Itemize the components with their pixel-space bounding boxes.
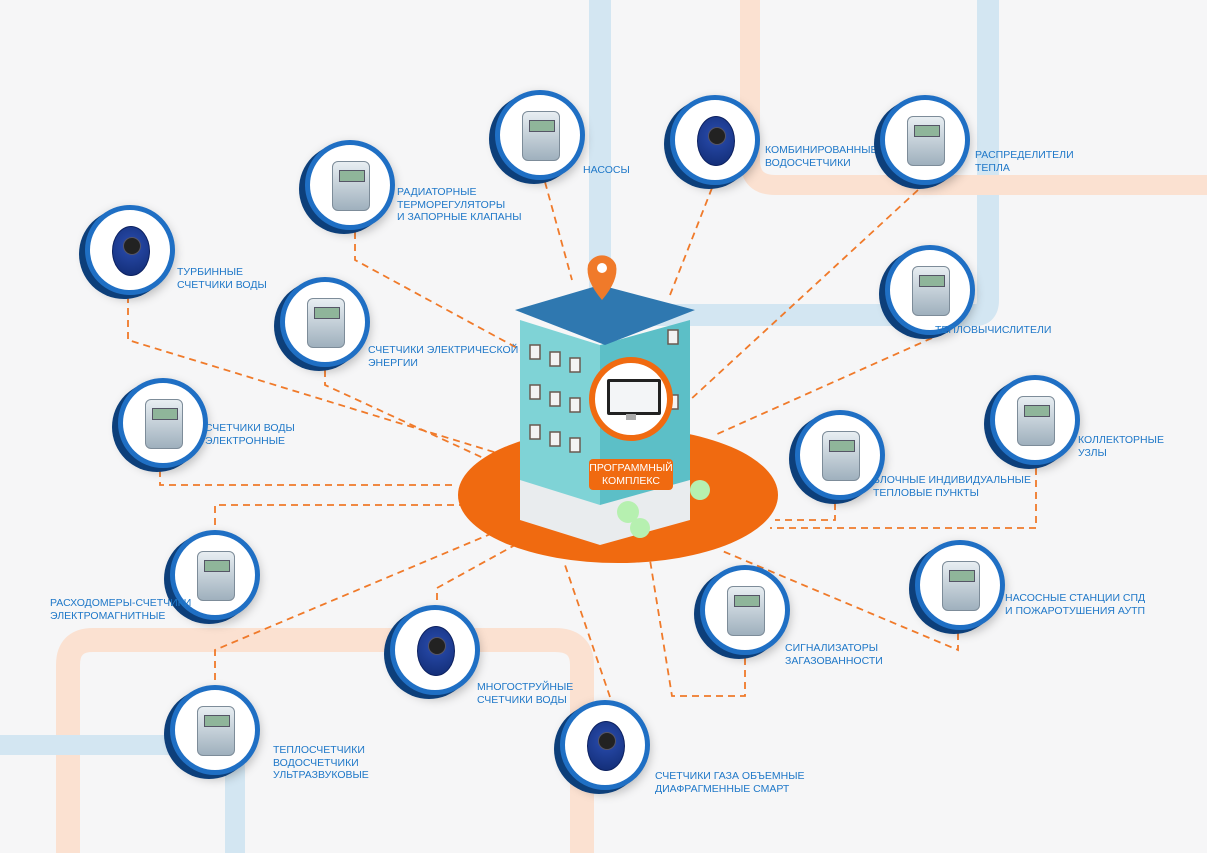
node-ultrasonic-heat-meters[interactable] — [170, 685, 260, 775]
connector-line — [775, 503, 836, 521]
device-icon — [197, 706, 235, 756]
node-label: ТУРБИННЫЕ СЧЕТЧИКИ ВОДЫ — [177, 266, 267, 291]
node-label: СЧЕТЧИКИ ГАЗА ОБЪЕМНЫЕ ДИАФРАГМЕННЫЕ СМА… — [655, 770, 805, 795]
connector-line — [159, 470, 455, 486]
device-icon — [942, 561, 980, 611]
device-icon — [332, 161, 370, 211]
connector-line — [214, 529, 501, 680]
node-block-heat-points[interactable] — [795, 410, 885, 500]
connector-line — [689, 189, 919, 401]
device-icon — [907, 116, 945, 166]
node-electronic-water-meters[interactable] — [118, 378, 208, 468]
connector-line — [127, 296, 521, 461]
connector-line — [436, 544, 516, 600]
connector-line — [214, 504, 460, 525]
node-gas-alarms[interactable] — [700, 565, 790, 655]
node-gas-meters[interactable] — [560, 700, 650, 790]
node-label: НАСОСЫ — [583, 164, 630, 176]
node-label: ТЕПЛОСЧЕТЧИКИ ВОДОСЧЕТЧИКИ УЛЬТРАЗВУКОВЫ… — [273, 744, 369, 781]
node-label: РАДИАТОРНЫЕ ТЕРМОРЕГУЛЯТОРЫ И ЗАПОРНЫЕ К… — [397, 186, 522, 223]
connector-line — [324, 370, 506, 469]
node-label: СЧЕТЧИКИ ВОДЫ ЭЛЕКТРОННЫЕ — [205, 422, 295, 447]
device-icon — [112, 226, 150, 276]
pipe-orange — [56, 628, 594, 853]
node-pumps[interactable] — [495, 90, 585, 180]
node-collector-units[interactable] — [990, 375, 1080, 465]
device-icon — [727, 586, 765, 636]
device-icon — [912, 266, 950, 316]
device-icon — [522, 111, 560, 161]
connector-line — [719, 549, 959, 652]
node-label: КОЛЛЕКТОРНЫЕ УЗЛЫ — [1078, 434, 1164, 459]
node-radiator-thermoregulators[interactable] — [305, 140, 395, 230]
node-pump-stations[interactable] — [915, 540, 1005, 630]
node-label: СЧЕТЧИКИ ЭЛЕКТРИЧЕСКОЙ ЭНЕРГИИ — [368, 344, 519, 369]
node-label: РАСХОДОМЕРЫ-СЧЕТЧИКИ ЭЛЕКТРОМАГНИТНЫЕ — [50, 597, 192, 622]
node-label: БЛОЧНЫЕ ИНДИВИДУАЛЬНЫЕ ТЕПЛОВЫЕ ПУНКТЫ — [873, 474, 1031, 499]
device-icon — [145, 399, 183, 449]
device-icon — [822, 431, 860, 481]
node-electromagnetic-flow-meters[interactable] — [170, 530, 260, 620]
device-icon — [307, 298, 345, 348]
pipe-blue — [589, 0, 999, 326]
device-icon — [1017, 396, 1055, 446]
connector-line — [544, 181, 573, 281]
device-icon — [197, 551, 235, 601]
device-icon — [587, 721, 625, 771]
node-label: НАСОСНЫЕ СТАНЦИИ СПД И ПОЖАРОТУШЕНИЯ АУТ… — [1005, 592, 1146, 617]
node-combined-water-meters[interactable] — [670, 95, 760, 185]
node-label: ТЕПЛОВЫЧИСЛИТЕЛИ — [935, 324, 1052, 336]
node-turbine-water-meters[interactable] — [85, 205, 175, 295]
connector-line — [770, 468, 1037, 529]
node-label: КОМБИНИРОВАННЫЕ ВОДОСЧЕТЧИКИ — [765, 144, 878, 169]
device-icon — [697, 116, 735, 166]
node-multijet-water-meters[interactable] — [390, 605, 480, 695]
node-label: СИГНАЛИЗАТОРЫ ЗАГАЗОВАННОСТИ — [785, 642, 883, 667]
device-icon — [417, 626, 455, 676]
software-monitor-icon — [589, 357, 673, 441]
location-pin-icon — [587, 255, 617, 300]
node-electricity-meters[interactable] — [280, 277, 370, 367]
node-heat-calculators[interactable] — [885, 245, 975, 335]
connector-line — [354, 232, 531, 356]
connector-line — [714, 337, 933, 436]
node-heat-distributors[interactable] — [880, 95, 970, 185]
node-label: РАСПРЕДЕЛИТЕЛИ ТЕПЛА — [975, 149, 1074, 174]
connector-line — [669, 187, 713, 296]
software-complex-label[interactable]: ПРОГРАММНЫЙ КОМПЛЕКС — [589, 459, 673, 490]
node-label: МНОГОСТРУЙНЫЕ СЧЕТЧИКИ ВОДЫ — [477, 681, 574, 706]
connector-line — [649, 559, 746, 697]
